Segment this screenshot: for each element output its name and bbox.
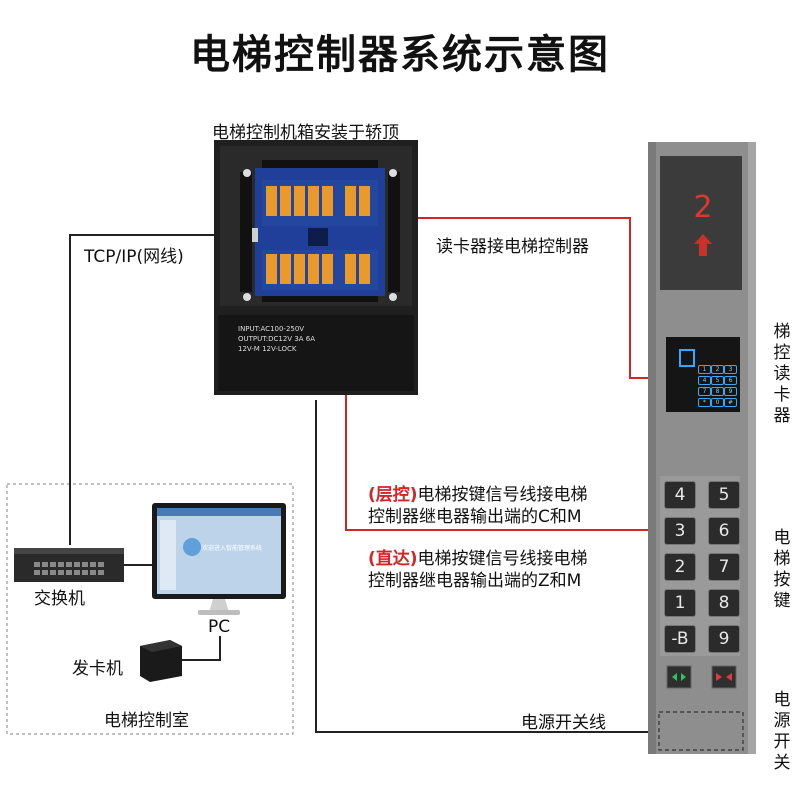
side-char: 器 (772, 406, 792, 427)
keypad-key[interactable]: * (698, 398, 711, 407)
keypad-key[interactable]: 9 (724, 387, 737, 396)
network-switch (14, 548, 124, 582)
controller-print-input: INPUT:AC100-250V (238, 324, 315, 334)
side-char: 电 (772, 528, 792, 549)
direct-line2: 控制器继电器输出端的Z和M (368, 566, 581, 591)
keypad-key[interactable]: 2 (711, 365, 724, 374)
card-reader-keypad: 1 2 3 4 5 6 7 8 9 * 0 # (698, 365, 737, 407)
controller-box-label: 电梯控制机箱安装于轿顶 (212, 118, 399, 143)
floor-button[interactable]: 6 (708, 517, 740, 545)
floor-button[interactable]: 1 (664, 589, 696, 617)
floor-button[interactable]: -B (664, 625, 696, 653)
controller-chip (308, 228, 328, 246)
floor-button[interactable]: 7 (708, 553, 740, 581)
controller-print-output: OUTPUT:DC12V 3A 6A (238, 334, 315, 344)
pc-screen-text: 欢迎进入智能管理系统 (202, 543, 262, 552)
elevator-panel (648, 142, 756, 754)
tcpip-label: TCP/IP(网线) (84, 242, 184, 267)
controller-box (214, 140, 418, 395)
side-char: 按 (772, 570, 792, 591)
card-issuer-line (182, 636, 220, 660)
keypad-key[interactable]: 4 (698, 376, 711, 385)
floor-number: 2 (688, 190, 718, 225)
side-char: 控 (772, 343, 792, 364)
control-room-label: 电梯控制室 (104, 706, 189, 731)
floor-button[interactable]: 9 (708, 625, 740, 653)
controller-print-model: 12V-M 12V-LOCK (238, 344, 315, 354)
door-open-button (667, 666, 691, 688)
pc-monitor (152, 503, 286, 615)
floor-button[interactable]: 5 (708, 481, 740, 509)
relay-row-bottom (266, 254, 370, 284)
power-line-label: 电源开关线 (521, 708, 606, 733)
switch-label: 交换机 (34, 584, 85, 609)
keypad-key[interactable]: 3 (724, 365, 737, 374)
keypad-key[interactable]: 7 (698, 387, 711, 396)
pc-label: PC (208, 617, 230, 637)
keypad-key[interactable]: # (724, 398, 737, 407)
side-label-power: 电 源 开 关 (772, 690, 792, 774)
door-close-button (712, 666, 736, 688)
floor-button[interactable]: 2 (664, 553, 696, 581)
side-char: 梯 (772, 549, 792, 570)
keypad-key[interactable]: 1 (698, 365, 711, 374)
side-char: 键 (772, 591, 792, 612)
card-issuer (140, 640, 182, 682)
floor-button[interactable]: 8 (708, 589, 740, 617)
floor-button[interactable]: 3 (664, 517, 696, 545)
side-char: 开 (772, 732, 792, 753)
reader-connection-label: 读卡器接电梯控制器 (436, 232, 589, 257)
side-char: 源 (772, 711, 792, 732)
keypad-key[interactable]: 8 (711, 387, 724, 396)
side-label-reader: 梯 控 读 卡 器 (772, 322, 792, 427)
side-char: 卡 (772, 385, 792, 406)
relay-row-top (266, 186, 370, 216)
side-char: 电 (772, 690, 792, 711)
controller-print: INPUT:AC100-250V OUTPUT:DC12V 3A 6A 12V-… (238, 324, 315, 354)
keypad-key[interactable]: 6 (724, 376, 737, 385)
side-label-buttons: 电 梯 按 键 (772, 528, 792, 612)
side-char: 关 (772, 753, 792, 774)
keypad-key[interactable]: 5 (711, 376, 724, 385)
card-issuer-label: 发卡机 (72, 654, 123, 679)
side-char: 读 (772, 364, 792, 385)
keypad-key[interactable]: 0 (711, 398, 724, 407)
side-char: 梯 (772, 322, 792, 343)
floor-control-line2: 控制器继电器输出端的C和M (368, 502, 582, 527)
floor-button[interactable]: 4 (664, 481, 696, 509)
